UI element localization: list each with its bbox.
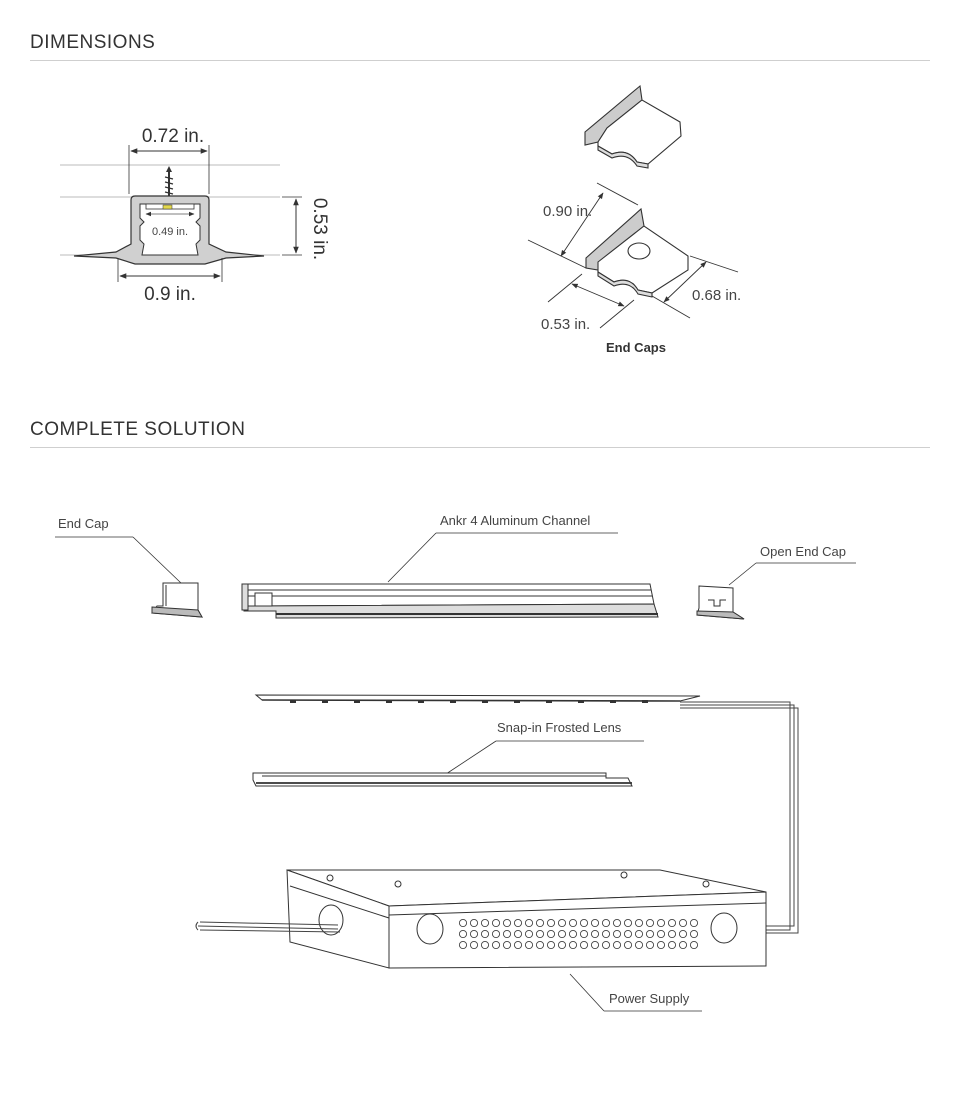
profile-height-label: 0.53 in. <box>309 198 330 260</box>
lens-callout <box>445 740 644 775</box>
end-cap-length-label: 0.90 in. <box>543 203 592 220</box>
lens-component-label: Snap-in Frosted Lens <box>497 720 622 735</box>
open-end-cap-callout <box>728 562 856 586</box>
power-supply-component-label: Power Supply <box>609 991 690 1006</box>
led-strip-wire <box>680 701 799 934</box>
dimensions-divider <box>30 60 930 61</box>
frosted-lens-component <box>252 772 633 787</box>
power-supply-component <box>286 869 767 969</box>
profile-inner-width-label: 0.49 in. <box>152 226 188 238</box>
led-strip-component <box>254 694 701 703</box>
end-cap-callout <box>55 536 182 584</box>
profile-width-bottom-label: 0.9 in. <box>144 284 196 305</box>
end-cap-height-label: 0.53 in. <box>541 316 590 333</box>
channel-component-label: Ankr 4 Aluminum Channel <box>440 513 590 528</box>
channel-profile-diagram <box>60 145 302 282</box>
complete-solution-divider <box>30 447 930 448</box>
screw-icon <box>164 166 174 200</box>
power-input-wires <box>195 921 341 933</box>
open-end-cap-component-label: Open End Cap <box>760 544 846 559</box>
power-supply-callout <box>569 973 702 1012</box>
end-cap-bottom-drawing <box>585 207 689 298</box>
channel-callout <box>387 532 618 583</box>
aluminum-channel-component <box>241 583 659 619</box>
end-caps-caption: End Caps <box>606 340 666 355</box>
complete-solution-heading: COMPLETE SOLUTION <box>30 419 246 440</box>
end-cap-top-drawing <box>584 84 682 169</box>
open-end-cap-component <box>696 585 745 620</box>
end-cap-width-label: 0.68 in. <box>692 287 741 304</box>
profile-width-top-label: 0.72 in. <box>142 126 204 147</box>
end-cap-component <box>151 582 203 618</box>
end-cap-dimension-lines <box>527 182 739 329</box>
dimensions-heading: DIMENSIONS <box>30 32 156 53</box>
end-cap-component-label: End Cap <box>58 516 109 531</box>
